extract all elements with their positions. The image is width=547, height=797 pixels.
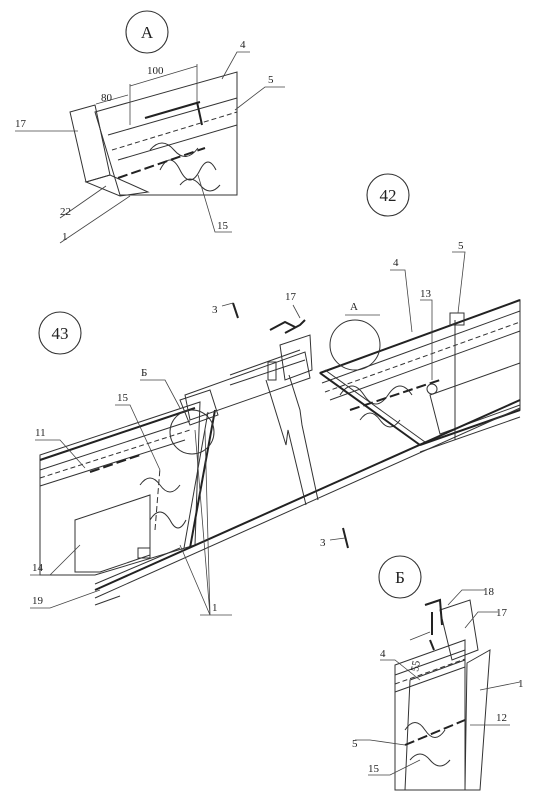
main-label-b: Б <box>141 367 147 379</box>
fig42-number: 42 <box>380 186 397 205</box>
detail-a-rafter <box>94 71 238 196</box>
detail-a-marker-circle <box>125 10 169 54</box>
detail-b-marker: Б <box>395 568 405 587</box>
main-label-4: 4 <box>393 257 399 269</box>
detail-a-label-22: 22 <box>60 206 71 218</box>
detail-a-label-1: 1 <box>62 231 68 243</box>
detail-b-label-12: 12 <box>496 712 507 724</box>
detail-b-label-18: 18 <box>483 586 495 598</box>
detail-b-label-17: 17 <box>496 607 508 619</box>
detail-a-callout <box>329 319 381 371</box>
detail-a-label-4: 4 <box>240 39 246 51</box>
detail-b-label-1: 1 <box>518 678 524 690</box>
detail-b-label-5: 5 <box>352 738 358 750</box>
main-label-15: 15 <box>117 392 129 404</box>
detail-a-dim-80: 80 <box>101 92 113 104</box>
main-label-17: 17 <box>285 291 297 303</box>
ridge-beam <box>184 351 311 421</box>
detail-b-marker-circle <box>378 555 422 599</box>
main-label-5: 5 <box>458 240 464 252</box>
detail-a-label-15: 15 <box>217 220 229 232</box>
detail-b-label-15: 15 <box>368 763 380 775</box>
main-label-19: 19 <box>32 595 44 607</box>
detail-a-dim-100: 100 <box>147 65 164 77</box>
main-section: 3 3 17 А 4 13 5 15 Б 11 14 19 1 <box>30 240 521 616</box>
detail-a-label-17: 17 <box>15 118 27 130</box>
main-label-11: 11 <box>35 427 46 439</box>
detail-a-label-5: 5 <box>268 74 274 86</box>
fig43-number: 43 <box>52 324 69 343</box>
main-label-1: 1 <box>212 602 218 614</box>
main-label-13: 13 <box>420 288 432 300</box>
detail-a: А 100 80 4 5 17 22 1 <box>15 10 285 244</box>
detail-a-marker: А <box>141 23 154 42</box>
left-slope-body <box>39 401 201 576</box>
main-label-14: 14 <box>32 562 44 574</box>
main-label-a: А <box>350 301 358 313</box>
detail-b-label-4: 4 <box>380 648 386 660</box>
section-mark-lower: 3 <box>320 537 326 549</box>
section-mark-upper: 3 <box>212 304 218 316</box>
detail-b-dim-55: 55 <box>409 659 423 672</box>
fig43-circle <box>38 311 82 355</box>
detail-b: Б 55 18 17 4 1 12 5 15 <box>352 555 524 791</box>
detail-b-callout <box>169 409 215 455</box>
fig42-circle <box>366 173 410 217</box>
